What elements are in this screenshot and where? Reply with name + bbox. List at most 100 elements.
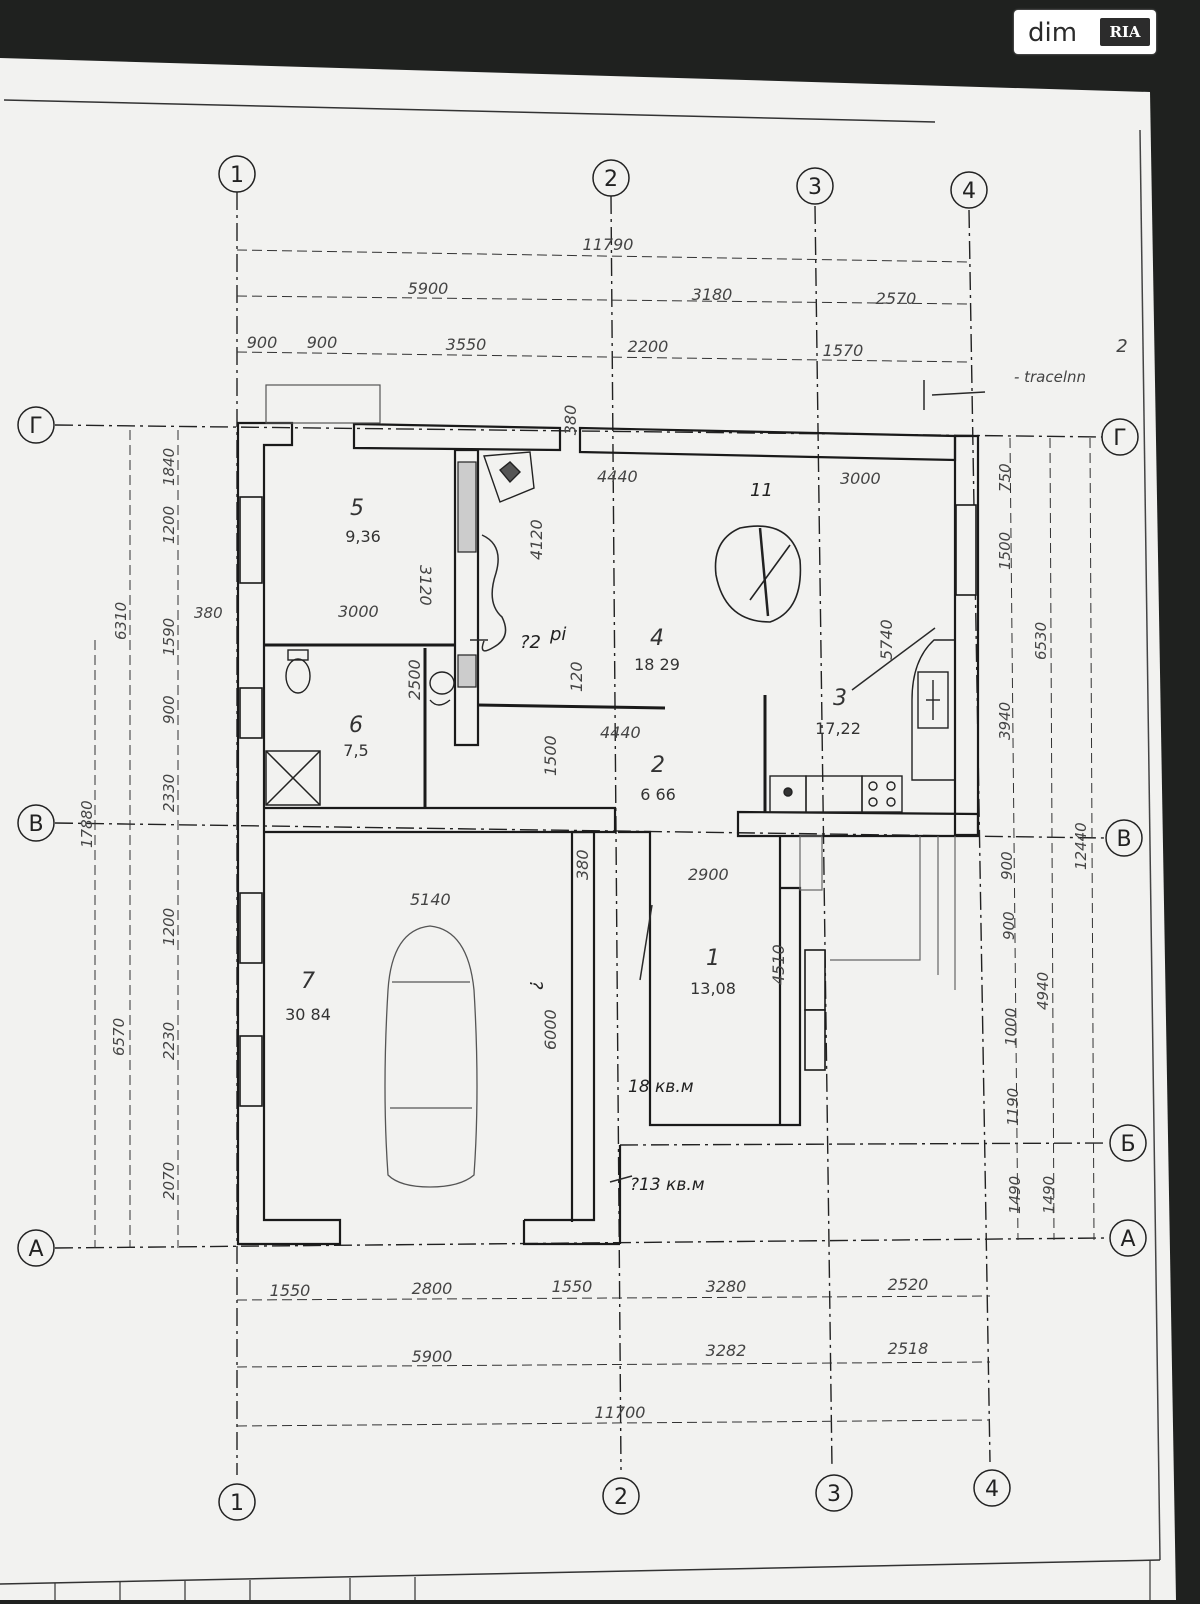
axis-right-g: Г	[1113, 426, 1126, 451]
room-numbers: 5 6 4 3 2 7 1	[301, 496, 847, 994]
dim-top-total: 11790	[583, 235, 634, 254]
car-icon	[384, 925, 478, 1188]
title-block-ticks	[54, 1560, 1151, 1600]
shower-icon	[265, 750, 321, 806]
dim-5140: 5140	[410, 890, 451, 909]
room-7-number: 7	[301, 969, 315, 994]
dim-right-1000: 1000	[1002, 1008, 1020, 1046]
dim-bot-2520: 2520	[888, 1275, 929, 1294]
note-q2: ?2	[520, 632, 541, 653]
axis-labels: 1 2 3 4 1 2 3 4 Г В А Г В Б А	[28, 163, 1135, 1516]
axis-top-1: 1	[230, 163, 244, 188]
room-5-area: 9,36	[345, 527, 381, 546]
dim-left-380: 380	[194, 604, 223, 622]
entrance-canopy	[265, 384, 381, 424]
dim-bot-3280: 3280	[706, 1277, 747, 1296]
frame-right-line	[1139, 129, 1161, 1561]
axis-bottom-3: 3	[827, 1482, 841, 1507]
dim-4120: 4120	[527, 519, 546, 560]
room-3-number: 3	[833, 686, 847, 711]
dim-5740: 5740	[877, 619, 896, 660]
room-6-number: 6	[349, 713, 363, 738]
room-5-number: 5	[350, 496, 364, 521]
handwritten-scribbles	[470, 380, 986, 1183]
dim-4440-mid: 4440	[600, 723, 641, 742]
dim-right-12440: 12440	[1072, 822, 1090, 870]
room-3-area: 17,22	[815, 719, 861, 738]
axis-left-g: Г	[29, 414, 42, 439]
dim-right-4940: 4940	[1034, 972, 1052, 1010]
dim-left-1840: 1840	[160, 448, 178, 486]
dimria-watermark: dim RIA	[1014, 10, 1156, 54]
dim-top-3550: 3550	[446, 335, 487, 354]
dim-6000: 6000	[541, 1009, 560, 1050]
dim-right-900b: 900	[1000, 911, 1018, 940]
top-dimensions: 11790 5900 3180 2570 900 900 3550 2200 1…	[247, 235, 1128, 435]
dim-120: 120	[567, 661, 586, 692]
handwritten-note: - tracelnn	[1014, 368, 1086, 386]
dim-bot-2518: 2518	[888, 1339, 929, 1358]
dim-left-1590: 1590	[160, 618, 178, 656]
dim-380-garage: 380	[573, 849, 592, 880]
axis-top-3: 3	[808, 175, 822, 200]
room-1-area: 13,08	[690, 979, 736, 998]
axis-top-4: 4	[962, 179, 976, 204]
dim-left-1200a: 1200	[160, 506, 178, 544]
axis-right-b: Б	[1120, 1132, 1135, 1157]
dim-top-5900: 5900	[408, 279, 449, 298]
dim-left-17880: 17880	[78, 800, 96, 848]
room-2-area: 6 66	[640, 785, 676, 804]
windows	[239, 496, 977, 1107]
dim-top-2570: 2570	[876, 289, 917, 308]
dim-3000-room5: 3000	[338, 602, 379, 621]
dim-left-2070: 2070	[160, 1162, 178, 1200]
dim-left-6310: 6310	[112, 602, 130, 640]
dim-bot-1550b: 1550	[552, 1277, 593, 1296]
partitions	[264, 643, 767, 812]
walls	[236, 421, 980, 1246]
dim-2500: 2500	[405, 659, 424, 700]
axis-bottom-1: 1	[230, 1491, 244, 1516]
dim-right-1190: 1190	[1004, 1088, 1022, 1126]
dim-left-900: 900	[160, 695, 178, 724]
dim-top-380: 380	[561, 405, 580, 436]
boiler-icon	[483, 451, 535, 503]
room-areas: 9,36 7,5 18 29 17,22 6 66 30 84 13,08	[285, 527, 861, 1024]
dim-left-2230: 2230	[160, 1022, 178, 1060]
dim-right-900a: 900	[998, 851, 1016, 880]
dim-right-1490a: 1490	[1006, 1176, 1024, 1214]
stove-block	[457, 461, 477, 553]
dim-4510: 4510	[769, 944, 788, 985]
dim-bot-total: 11700	[595, 1403, 646, 1422]
porch-steps	[799, 835, 956, 990]
dim-right-750: 750	[996, 463, 1014, 492]
note-question: ?	[525, 980, 546, 990]
dim-top-1570: 1570	[823, 341, 864, 360]
toilet-icon	[285, 649, 311, 694]
axis-left-a: А	[28, 1237, 43, 1262]
frame-top-line	[3, 99, 936, 123]
dim-bot-5900: 5900	[412, 1347, 453, 1366]
right-dimensions: 12440 6530 4940 1500 3940 900 900 1000 1…	[996, 463, 1090, 1214]
axis-bottom-2: 2	[614, 1485, 628, 1510]
dim-top-2200: 2200	[628, 337, 669, 356]
bottom-dimensions: 1550 2800 1550 3280 2520 5900 3282 2518 …	[270, 1275, 929, 1422]
watermark-suffix: RIA	[1100, 18, 1150, 46]
dim-2900: 2900	[688, 865, 729, 884]
note-18m2: 18 кв.м	[628, 1077, 694, 1097]
dim-bot-1550a: 1550	[270, 1281, 311, 1300]
dim-right-1490b: 1490	[1040, 1176, 1058, 1214]
frame-bottom-line	[0, 1559, 1161, 1585]
dim-left-2330: 2330	[160, 774, 178, 812]
handwritten-note-mark: 2	[1116, 336, 1127, 357]
annotations: ?2 pi 18 кв.м ?13 кв.м ? 11	[520, 480, 773, 1195]
room-4-area: 18 29	[634, 655, 680, 674]
axis-top-2: 2	[604, 167, 618, 192]
note-pi: pi	[549, 624, 566, 645]
axis-left-v: В	[28, 812, 43, 837]
watermark-prefix: dim	[1028, 18, 1078, 48]
dim-1500: 1500	[541, 735, 560, 776]
axis-bottom-4: 4	[985, 1477, 999, 1502]
dim-left-1200b: 1200	[160, 908, 178, 946]
